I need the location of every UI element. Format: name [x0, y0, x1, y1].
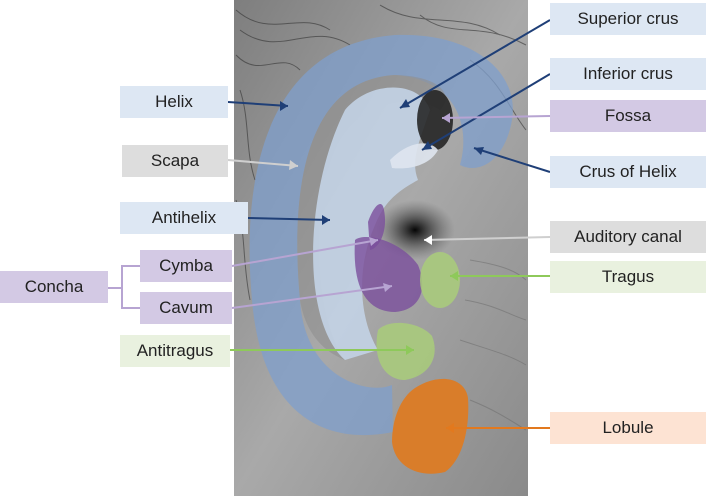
label-scapa: Scapa — [122, 145, 228, 177]
cymba-leader — [231, 239, 379, 267]
label-helix: Helix — [120, 86, 228, 118]
label-lobule: Lobule — [550, 412, 706, 444]
lobule-region — [392, 378, 469, 474]
cavum-arrowhead — [383, 283, 392, 292]
antihelix-arrowhead — [322, 215, 330, 225]
label-tragus: Tragus — [550, 261, 706, 293]
label-auditory-canal: Auditory canal — [550, 221, 706, 253]
superior-crus-leader — [399, 19, 551, 109]
cavum-region — [354, 237, 423, 312]
inferior-crus-leader — [421, 73, 551, 151]
scapa-leader — [227, 159, 299, 167]
label-cavum: Cavum — [140, 292, 232, 324]
cymba-arrowhead — [369, 237, 378, 246]
label-crus-of-helix: Crus of Helix — [550, 156, 706, 188]
label-concha: Concha — [0, 271, 108, 303]
concha-bracket — [108, 265, 140, 309]
helix-region — [249, 34, 513, 436]
inferior-crus-region — [390, 143, 438, 169]
auditory-canal-leader — [423, 236, 551, 241]
antitragus-arrowhead — [406, 345, 414, 355]
tragus-arrowhead — [450, 271, 458, 281]
label-antitragus: Antitragus — [120, 335, 230, 367]
fossa-arrowhead — [442, 113, 450, 123]
lobule-arrowhead — [446, 423, 454, 433]
fossa-leader — [441, 115, 551, 119]
label-inferior-crus: Inferior crus — [550, 58, 706, 90]
helix-leader — [227, 101, 289, 107]
crus-of-helix-arrowhead — [474, 147, 484, 155]
fossa-recess — [417, 90, 453, 150]
label-antihelix: Antihelix — [120, 202, 248, 234]
label-superior-crus: Superior crus — [550, 3, 706, 35]
superior-crus-arrowhead — [400, 99, 410, 108]
tragus-region — [420, 252, 460, 308]
label-fossa: Fossa — [550, 100, 706, 132]
auditory-canal-shadow — [375, 200, 455, 260]
inferior-crus-arrowhead — [422, 141, 432, 150]
crus-of-helix-leader — [473, 147, 551, 173]
leader-lines — [108, 19, 551, 429]
leader-arrowheads — [280, 99, 484, 433]
label-cymba: Cymba — [140, 250, 232, 282]
scapa-arrowhead — [289, 160, 298, 170]
helix-arrowhead — [280, 101, 288, 111]
antihelix-leader — [247, 217, 331, 221]
antitragus-region — [376, 322, 435, 380]
auditory-canal-arrowhead — [424, 235, 432, 245]
cavum-leader — [231, 285, 393, 309]
